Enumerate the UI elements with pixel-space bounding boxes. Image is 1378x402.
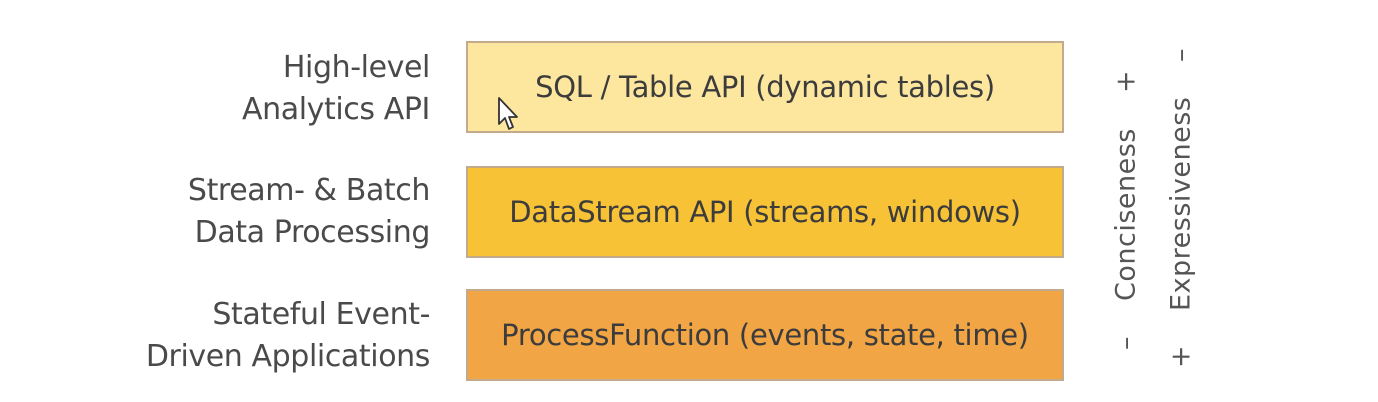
sql-table-api-text: SQL / Table API (dynamic tables)	[535, 70, 995, 104]
layer-label-stateful-apps: Stateful Event- Driven Applications	[100, 294, 431, 378]
conciseness-bottom-sign: –	[1110, 336, 1142, 350]
conciseness-label: Conciseness	[1110, 128, 1142, 301]
processfunction-text: ProcessFunction (events, state, time)	[501, 318, 1029, 352]
expressiveness-axis: + Expressiveness –	[1165, 48, 1197, 368]
expressiveness-label: Expressiveness	[1165, 96, 1197, 311]
conciseness-axis: – Conciseness +	[1110, 70, 1142, 350]
layer-label-line: Stream- & Batch	[187, 173, 430, 208]
layer-label-line: Driven Applications	[145, 339, 431, 374]
layer-label-line: Data Processing	[194, 215, 431, 250]
layer-label-analytics: High-level Analytics API	[100, 47, 430, 131]
expressiveness-top-sign: –	[1165, 48, 1197, 63]
expressiveness-bottom-sign: +	[1165, 344, 1197, 368]
layer-label-line: Stateful Event-	[212, 297, 430, 332]
processfunction-box: ProcessFunction (events, state, time)	[466, 289, 1064, 381]
layer-label-line: Analytics API	[241, 92, 430, 127]
mouse-pointer-icon	[498, 97, 518, 130]
conciseness-top-sign: +	[1110, 70, 1142, 94]
sql-table-api-box: SQL / Table API (dynamic tables)	[466, 41, 1064, 133]
layer-label-stream-batch: Stream- & Batch Data Processing	[100, 170, 430, 254]
datastream-api-text: DataStream API (streams, windows)	[509, 195, 1021, 229]
layer-label-line: High-level	[282, 50, 431, 85]
datastream-api-box: DataStream API (streams, windows)	[466, 166, 1064, 258]
